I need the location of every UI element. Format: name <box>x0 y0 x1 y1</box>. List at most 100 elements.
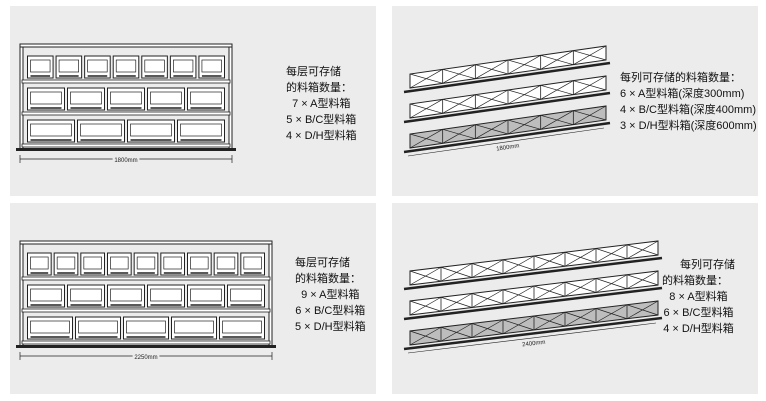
bin-label-frame <box>216 256 236 270</box>
bin-label-frame <box>80 123 122 137</box>
rail-brace <box>475 64 509 75</box>
rail-brace <box>471 293 504 305</box>
tier-beam <box>21 143 231 148</box>
bin-label-frame <box>174 320 214 334</box>
rail-brace <box>440 326 473 338</box>
bin-label-frame <box>83 256 102 270</box>
bin-label-frame <box>180 123 222 137</box>
bin-label-frame <box>56 256 76 270</box>
rail-flange <box>403 61 611 94</box>
rail-brace <box>533 285 566 297</box>
bin-label-frame <box>30 59 51 73</box>
dimension-label: 2400mm <box>522 340 546 349</box>
capacity-spec: 每列可存储 的料箱数量： 8 × A型料箱 6 × B/C型料箱 4 × D/H… <box>662 257 735 337</box>
capacity-spec: 每列可存储的料箱数量： 6 × A型料箱(深度300mm) 4 × B/C型料箱… <box>620 70 757 134</box>
rail-brace <box>471 323 504 335</box>
rail-brace <box>564 311 597 323</box>
rail-brace <box>409 300 442 312</box>
rail-flange <box>403 316 663 351</box>
rail-brace <box>564 251 597 263</box>
storage-bin <box>67 284 105 308</box>
tier-beam <box>21 308 271 313</box>
spec-title-line2: 的料箱数量： <box>662 275 728 287</box>
storage-bin <box>75 316 121 340</box>
spec-item-bc: 5 × B/C型料箱 <box>286 114 357 126</box>
storage-bin <box>198 55 226 79</box>
bin-label-frame <box>115 59 137 73</box>
bin-label-frame <box>150 91 182 105</box>
bin-label-frame <box>150 288 182 302</box>
bin-label-frame <box>87 59 108 73</box>
storage-bin <box>80 252 106 276</box>
bin-label-frame <box>126 320 166 334</box>
rail-flange <box>403 121 611 154</box>
bin-label-frame <box>136 256 156 270</box>
storage-bin <box>77 119 125 143</box>
storage-bin <box>213 252 239 276</box>
bin-label-frame <box>110 288 142 302</box>
bin-label-frame <box>30 320 70 334</box>
bin-label-frame <box>230 288 262 302</box>
storage-bin <box>160 252 185 276</box>
spec-item-a: 9 × A型料箱 <box>301 289 360 301</box>
spec-item-dh: 3 × D/H型料箱(深度600mm) <box>620 120 757 132</box>
shelf-front-diagram: 2250mm <box>16 240 276 361</box>
dimension-label-bg <box>112 155 140 163</box>
shelf-1800-panel: 1800mm 每层可存储 的料箱数量： 7 × A型料箱 5 × B/C型料箱 … <box>10 6 376 196</box>
bin-label-frame <box>190 288 222 302</box>
rail-brace <box>626 244 659 256</box>
storage-bin <box>171 316 217 340</box>
storage-bin <box>187 87 225 111</box>
bin-label-frame <box>222 320 262 334</box>
storage-bin <box>219 316 265 340</box>
dimension-label: 2250mm <box>134 355 157 361</box>
bin-label-frame <box>70 288 102 302</box>
bin-label-frame <box>30 91 62 105</box>
bin-label-frame <box>58 59 79 73</box>
spec-item-dh: 4 × D/H型料箱 <box>286 130 357 142</box>
rail-brace <box>626 274 659 286</box>
rail-brace <box>507 89 541 100</box>
rail-brace <box>475 94 509 105</box>
bin-label-frame <box>30 288 62 302</box>
rail-brace <box>533 315 566 327</box>
capacity-spec: 每层可存储 的料箱数量： 9 × A型料箱 6 × B/C型料箱 5 × D/H… <box>295 255 366 335</box>
storage-bin <box>123 316 169 340</box>
bin-label-frame <box>173 59 194 73</box>
bin-label-frame <box>130 123 172 137</box>
bin-label-frame <box>30 123 72 137</box>
storage-bin <box>177 119 225 143</box>
rail-brace <box>507 59 541 70</box>
rail-brace <box>409 270 442 282</box>
rail-brace <box>573 80 607 91</box>
bin-label-frame <box>163 256 182 270</box>
capacity-spec: 每层可存储 的料箱数量： 7 × A型料箱 5 × B/C型料箱 4 × D/H… <box>286 64 357 144</box>
rail-brace <box>442 98 476 110</box>
rail-flange <box>403 286 663 321</box>
storage-bin <box>240 252 265 276</box>
storage-bin <box>27 55 54 79</box>
storage-bin <box>107 87 145 111</box>
tier-beam <box>21 79 231 84</box>
shelf-front-diagram: 1800mm <box>16 43 236 164</box>
rail-brace <box>502 289 535 301</box>
spec-item-a: 8 × A型料箱 <box>669 291 728 303</box>
spec-item-bc: 6 × B/C型料箱 <box>663 307 734 319</box>
rail-brace <box>573 50 607 61</box>
rails-2400-panel: 2400mm 每列可存储 的料箱数量： 8 × A型料箱 6 × B/C型料箱 … <box>392 203 758 394</box>
spec-title-line1: 每列可存储的料箱数量： <box>620 72 741 84</box>
storage-bin <box>27 252 52 276</box>
spec-title-line1: 每层可存储 <box>295 257 350 269</box>
storage-bin <box>27 316 73 340</box>
shelf-post <box>228 43 233 151</box>
bin-label-frame <box>110 91 142 105</box>
dimension-label-bg <box>132 352 160 360</box>
rail-brace <box>564 281 597 293</box>
dimension-label: 1800mm <box>496 143 520 152</box>
bin-label-frame <box>243 256 262 270</box>
rail-flange <box>403 256 663 291</box>
storage-bin <box>227 284 265 308</box>
dimension-line <box>407 127 605 157</box>
rail-brace <box>540 114 574 126</box>
bin-label-frame <box>30 256 49 270</box>
